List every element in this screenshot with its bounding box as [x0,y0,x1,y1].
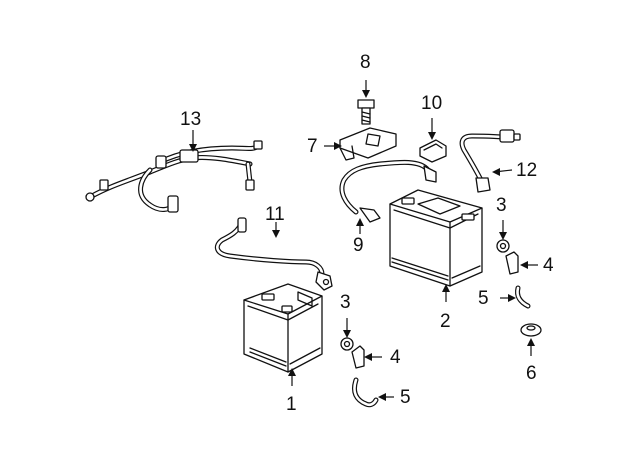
callout-4-lower: 4 [390,347,401,368]
battery-1 [243,283,323,386]
callout-13: 13 [180,109,202,130]
vent-parts-upper [496,220,542,356]
bracket-7 [324,127,397,161]
callout-4-upper: 4 [543,255,554,276]
callout-10: 10 [421,93,443,114]
callout-2: 2 [440,311,451,332]
callout-1: 1 [286,394,297,415]
battery-cable-9 [339,159,437,234]
callout-12: 12 [516,160,538,181]
callout-11: 11 [265,204,285,225]
callout-9: 9 [353,235,364,256]
battery-cable-12 [459,129,521,193]
bolt-8 [357,80,375,125]
callout-3-lower: 3 [340,292,351,313]
wiring-harness-13 [85,130,263,213]
battery-2 [389,189,483,302]
callout-7: 7 [307,136,318,157]
vent-parts-lower [340,318,394,408]
callout-6: 6 [526,363,537,384]
callout-8: 8 [360,52,371,73]
callout-5-lower: 5 [400,387,411,408]
callout-3-upper: 3 [496,195,507,216]
callout-5-upper: 5 [478,288,489,309]
battery-cable-11 [214,217,333,291]
clamp-10 [419,118,447,163]
